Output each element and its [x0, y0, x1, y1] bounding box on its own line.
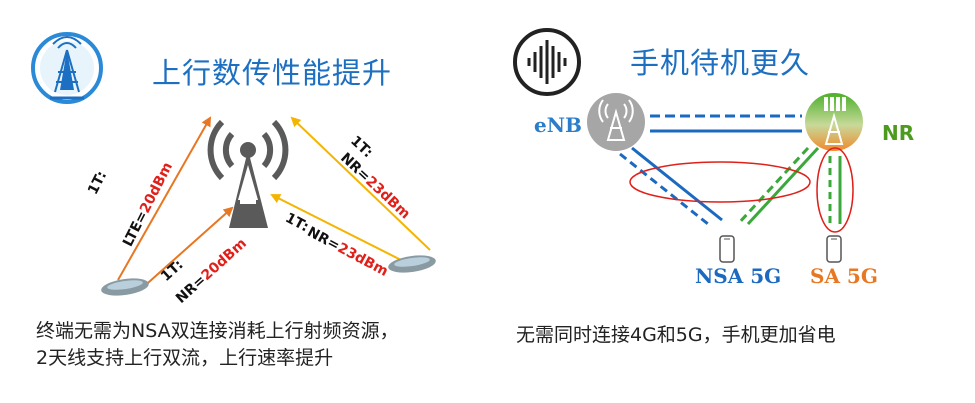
uplink-caption-line-2: 2天线支持上行双流，上行速率提升	[36, 347, 334, 369]
nsa-lte-data-link	[631, 146, 723, 222]
sa-5g-label: SA 5G	[810, 264, 878, 288]
dual-connection-highlight	[629, 161, 811, 203]
uplink-panel: 上行数传性能提升 1T: LTE=20dBm 1T: NR=20dBm 1T: …	[31, 32, 436, 369]
enb-label: eNB	[534, 113, 582, 137]
standby-panel: 手机待机更久 eNB NR NSA 5G SA 5G 无需同时连接4G和5G，手…	[490, 0, 975, 403]
nsa-5g-label: NSA 5G	[695, 264, 782, 288]
nsa-nr-data-link	[746, 146, 820, 226]
nr-uplink-arrow-left	[139, 206, 234, 291]
phone-icon	[719, 235, 735, 263]
lte-uplink-arrow	[117, 116, 211, 281]
standby-caption: 无需同时连接4G和5G，手机更加省电	[516, 324, 836, 346]
uplink-title: 上行数传性能提升	[152, 56, 393, 90]
nr-station-icon	[805, 93, 863, 151]
nr-uplink-arrow-right-2	[270, 194, 406, 263]
enb-station-icon	[587, 93, 645, 151]
cell-tower-icon	[207, 119, 289, 228]
standby-title: 手机待机更久	[630, 46, 811, 80]
phone-icon	[101, 278, 149, 296]
nr-label: NR	[882, 121, 915, 145]
nsa-nr-control-link	[736, 146, 810, 226]
standby-diagram	[513, 28, 863, 263]
nsa-lte-control-link	[619, 152, 709, 226]
phone-icon	[388, 255, 436, 273]
uplink-diagram	[31, 32, 436, 296]
nr-uplink-arrow-right-1	[290, 116, 431, 251]
phone-icon	[826, 235, 842, 263]
single-connection-highlight	[816, 147, 854, 233]
uplink-caption-line-1: 终端无需为NSA双连接消耗上行射频资源，	[36, 320, 399, 342]
voice-wave-icon	[513, 28, 581, 96]
tower-badge-icon	[31, 32, 103, 104]
